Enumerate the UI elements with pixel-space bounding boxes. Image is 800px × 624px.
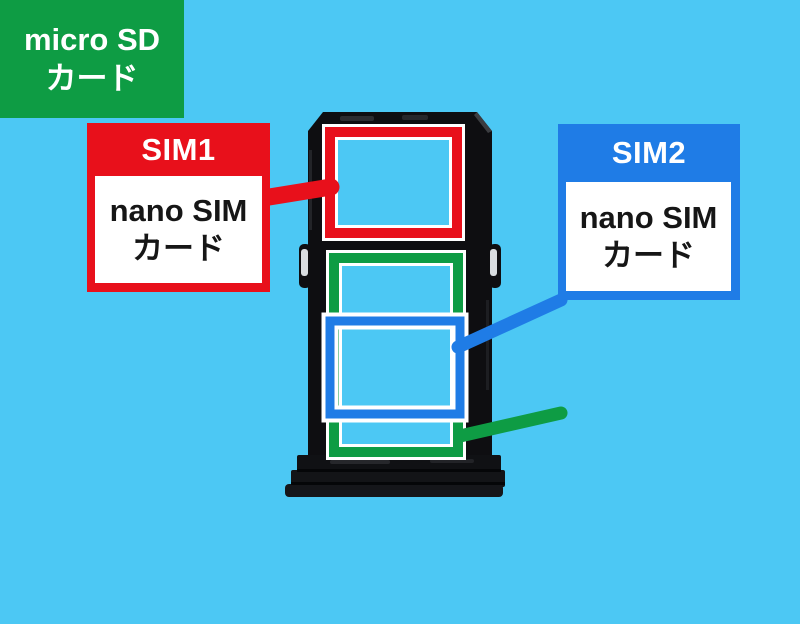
sim1-connector-line bbox=[254, 178, 340, 207]
microsd-connector-line bbox=[453, 406, 568, 443]
microsd-label-line2: カード bbox=[45, 61, 139, 96]
sim1-label-title: SIM1 bbox=[141, 131, 216, 167]
tray-top-detail bbox=[340, 116, 374, 121]
tray-left-notch-highlight bbox=[301, 249, 308, 276]
top-slot-hole bbox=[333, 134, 456, 233]
microsd-label-box: micro SD カード bbox=[0, 0, 184, 118]
sim2-slot-highlight bbox=[321, 312, 469, 423]
sim1-label-box: SIM1 nano SIM カード bbox=[87, 123, 270, 292]
sim2-label-body: nano SIM カード bbox=[566, 182, 731, 291]
sim2-label-box: SIM2 nano SIM カード bbox=[558, 124, 740, 300]
tray-base-lip bbox=[285, 484, 503, 497]
sim2-connector-line bbox=[451, 293, 568, 354]
sim2-label-line2: カード bbox=[602, 237, 695, 273]
sim1-label-line1: nano SIM bbox=[109, 192, 248, 228]
tray-right-edge-sheen bbox=[486, 300, 489, 390]
sim1-label-line2: カード bbox=[132, 230, 225, 266]
sim2-label-line1: nano SIM bbox=[579, 199, 718, 235]
tray-base-seam2 bbox=[291, 482, 505, 485]
tray-chamfer-highlight bbox=[474, 112, 492, 133]
sim2-label-title: SIM2 bbox=[611, 135, 687, 170]
tray-right-notch-highlight bbox=[490, 249, 497, 276]
sim2-slot-frame-blue bbox=[325, 316, 465, 419]
tray-top-detail-2 bbox=[402, 115, 428, 120]
sim1-label-body: nano SIM カード bbox=[95, 176, 262, 283]
tray-base-detail bbox=[330, 460, 390, 464]
tray-base-seam1 bbox=[297, 469, 501, 472]
tray-base bbox=[285, 455, 505, 497]
microsd-label-line1: micro SD bbox=[23, 22, 161, 57]
